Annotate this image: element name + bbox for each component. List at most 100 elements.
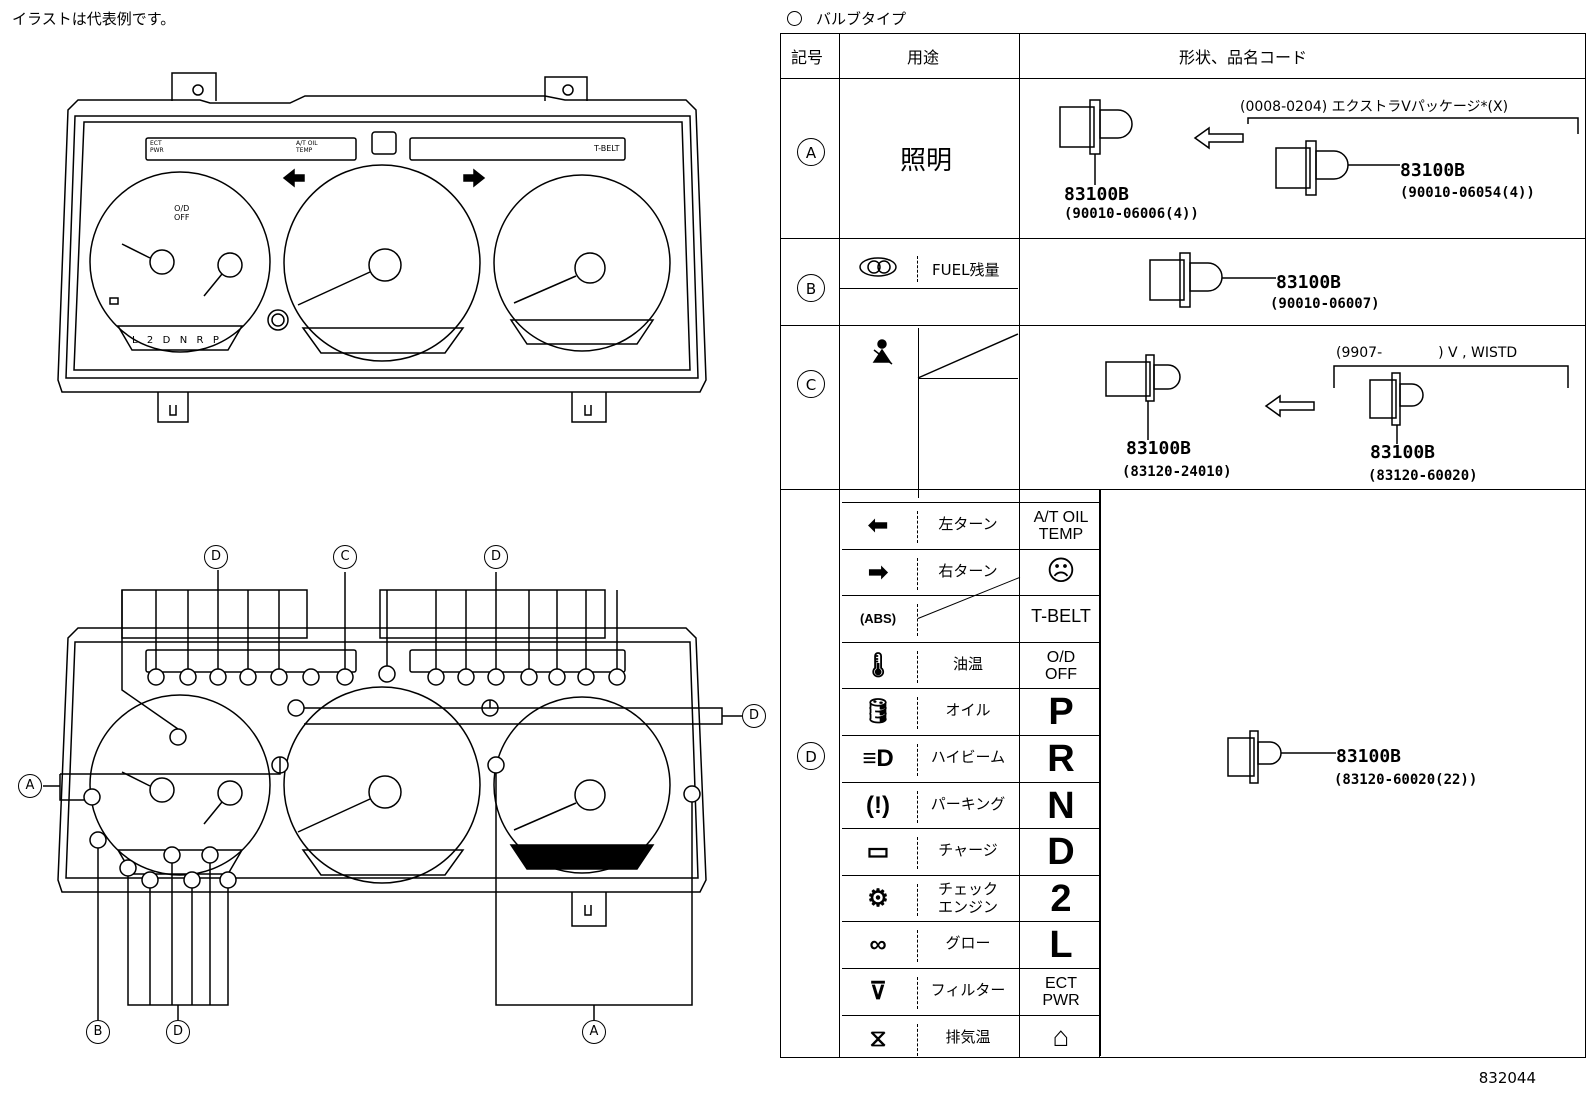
seatbelt-icon — [872, 339, 893, 365]
row-a-label: A — [797, 138, 825, 166]
high-beam-icon: ≡D — [862, 745, 894, 772]
header-usage: 用途 — [907, 48, 940, 67]
callout-d-1: D — [204, 545, 228, 569]
row-d-right-symbol: ECT PWR — [1042, 975, 1080, 1009]
row-b-code: (90010-06007) — [1270, 296, 1380, 312]
row-d-separator — [842, 921, 1100, 923]
row-d-right-symbol: P — [1048, 691, 1074, 734]
row-a-left-part: 83100B — [1064, 184, 1130, 205]
row-d-part: 83100B — [1336, 746, 1402, 767]
filter-icon: ⊽ — [869, 978, 887, 1005]
bulb-a-left — [1059, 99, 1133, 185]
row-c-right-part: 83100B — [1370, 442, 1436, 463]
row-d-item-label: パーキング — [930, 794, 1006, 813]
callout-d-3: D — [742, 704, 766, 728]
bulb-c-left — [1105, 354, 1181, 440]
row-d-divider — [917, 837, 918, 870]
row-d-separator — [842, 548, 1100, 550]
row-d-item-label: 左ターン — [938, 515, 998, 533]
row-c-left-code: (83120-24010) — [1122, 464, 1232, 480]
bulb-a-right — [1275, 140, 1400, 196]
check-engine-icon: ⚙ — [867, 884, 889, 912]
row-d-divider — [917, 604, 918, 637]
row-d-right-symbol: D — [1047, 831, 1075, 874]
row-d-right-symbol: A/T OIL TEMP — [1033, 509, 1089, 543]
arrow-a — [1193, 126, 1244, 150]
exhaust-temp-icon: ⧖ — [869, 1024, 887, 1052]
row-d-right-symbol: 2 — [1050, 877, 1072, 920]
row-d-separator — [842, 641, 1100, 643]
row-d-divider — [917, 650, 918, 683]
row-d-column-line — [1100, 489, 1101, 1056]
oil-icon: 🛢 — [862, 698, 894, 726]
row-a-right-note: (0008-0204) エクストラVパッケージ*(X) — [1240, 99, 1509, 115]
glow-icon: ∞ — [869, 931, 887, 959]
row-c-right-code: (83120-60020) — [1368, 468, 1478, 484]
row-d-divider — [917, 557, 918, 590]
callout-d-2: D — [484, 545, 508, 569]
row-d-separator — [842, 781, 1100, 783]
illustration-note: イラストは代表例です。 — [12, 10, 176, 28]
row-d-right-symbol: L — [1049, 924, 1073, 967]
row-d-code: (83120-60020(22)) — [1334, 772, 1478, 788]
row-d-divider — [917, 744, 918, 776]
row-d-item-label: グロー — [945, 934, 991, 953]
left-arrow-icon: ⬅ — [867, 512, 889, 539]
row-d-item-label: チェック エンジン — [937, 879, 998, 916]
row-d-separator — [842, 502, 1100, 503]
row-d-separator — [842, 968, 1100, 969]
callout-a-2: A — [582, 1020, 606, 1044]
callout-c: C — [333, 545, 357, 569]
row-d-divider — [917, 697, 918, 730]
row-d-separator — [842, 874, 1100, 876]
bulb-d — [1227, 730, 1336, 784]
row-a-right-code: (90010-06054(4)) — [1400, 185, 1535, 201]
bulb-c-right — [1369, 372, 1424, 444]
row-d-divider — [917, 883, 918, 916]
cluster-bottom-drawing — [43, 570, 742, 1020]
figure-number: 832044 — [1478, 1069, 1536, 1087]
shift-position-label: L 2 D N R P — [132, 335, 220, 346]
row-d-item-label: 排気温 — [945, 1027, 991, 1046]
callout-b: B — [86, 1020, 110, 1044]
row-d-divider — [917, 930, 918, 963]
header-shape: 形状、品名コード — [1179, 48, 1308, 67]
row-c-right-note: (9907- ) V , WISTD — [1336, 345, 1518, 361]
oil-temp-icon: 🌡 — [862, 651, 894, 679]
row-c-label: C — [797, 370, 825, 398]
row-d-divider — [917, 977, 918, 1009]
charge-icon: ▭ — [866, 838, 890, 866]
abs-icon: (ABS) — [859, 611, 897, 627]
row-b-usage: FUEL残量 — [932, 261, 1000, 279]
row-d-right-symbol: N — [1047, 784, 1075, 827]
ect-pwr-label: ECT PWR — [150, 140, 164, 154]
row-d-item-label: チャージ — [938, 841, 998, 860]
row-d-right-symbol: R — [1047, 738, 1075, 780]
row-a-left-code: (90010-06006(4)) — [1064, 206, 1199, 222]
cluster-drawings — [43, 72, 742, 1020]
row-d-item-label: フィルター — [930, 981, 1006, 999]
row-d-separator — [842, 595, 1100, 597]
bulb-b — [1149, 252, 1276, 308]
row-a-right-part: 83100B — [1400, 160, 1466, 181]
row-a-usage: 照明 — [900, 146, 953, 176]
row-c-left-part: 83100B — [1126, 438, 1192, 459]
row-d-right-symbol: O/D OFF — [1045, 648, 1077, 683]
bulb-table: 記号 用途 形状、品名コード — [780, 33, 1586, 1058]
arrow-c — [1264, 394, 1315, 418]
parking-icon: (!) — [866, 791, 890, 819]
tbelt-label: T-BELT — [594, 144, 620, 153]
row-d-separator — [842, 688, 1100, 690]
header-symbol: 記号 — [791, 48, 824, 67]
row-d-item-label: 油温 — [952, 654, 983, 673]
row-d-separator — [842, 735, 1100, 736]
callout-a-1: A — [18, 774, 42, 798]
cluster-top-drawing — [57, 72, 707, 423]
row-d-item-label: 右ターン — [938, 561, 998, 580]
row-b-label: B — [797, 274, 825, 302]
row-d-divider — [917, 511, 918, 543]
row-d-item-label: ハイビーム — [930, 748, 1006, 766]
row-b-part: 83100B — [1276, 272, 1342, 293]
row-d-right-symbol: T-BELT — [1031, 606, 1091, 627]
